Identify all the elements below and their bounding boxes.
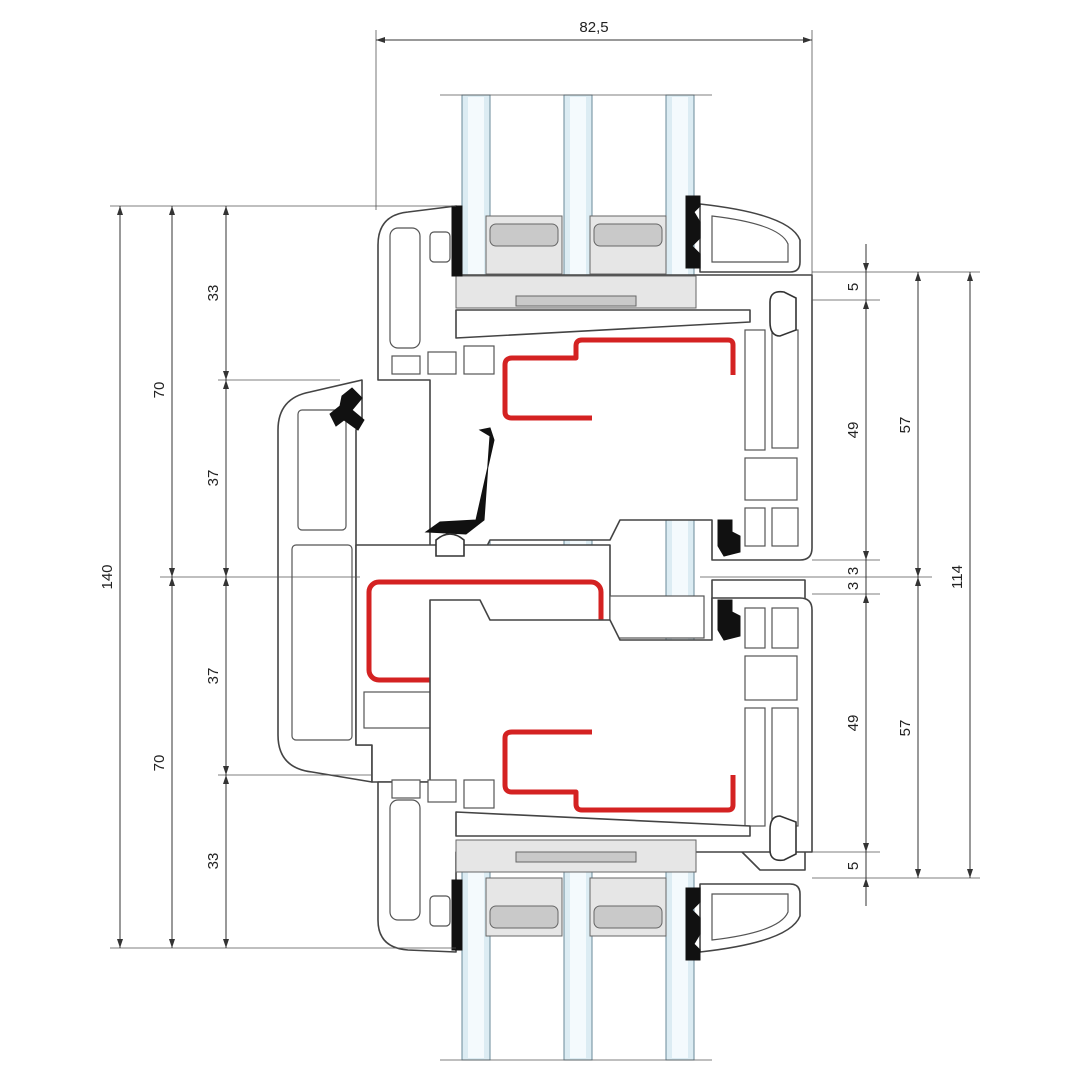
dim-label-70-lower: 70	[151, 755, 168, 772]
lower-sash-seal	[717, 599, 741, 641]
lower-sash-profile	[377, 519, 813, 961]
lower-inner-seal	[685, 887, 701, 961]
dim-label-37-lower: 37	[205, 668, 222, 685]
frame-stop-seal	[329, 387, 365, 431]
dim-label-3-b: 3	[845, 582, 862, 590]
lower-steel-reinforcement	[502, 729, 736, 813]
dim-label-5-top: 5	[845, 283, 862, 291]
dim-total-depth: 82,5	[375, 19, 813, 300]
upper-steel-reinforcement	[502, 337, 736, 421]
central-gasket	[424, 427, 495, 535]
lower-outer-seal	[451, 879, 463, 951]
dim-label-140: 140	[99, 564, 116, 589]
dim-label-57-upper: 57	[897, 417, 914, 434]
dim-label-49-lower: 49	[845, 715, 862, 732]
upper-inner-seal	[685, 195, 701, 269]
upper-sash-profile	[377, 195, 813, 561]
dim-label-33-lower: 33	[205, 853, 222, 870]
dim-label-57-lower: 57	[897, 720, 914, 737]
upper-sash-seal	[717, 519, 741, 557]
dim-label-5-bottom: 5	[845, 862, 862, 870]
dim-label-33-upper: 33	[205, 285, 222, 302]
dim-label-37-upper: 37	[205, 470, 222, 487]
dim-label-3-a: 3	[845, 567, 862, 575]
dim-left-chains: 140 70 70 33 37 37 33	[99, 205, 456, 949]
upper-outer-seal	[451, 205, 463, 277]
dim-label-49-upper: 49	[845, 422, 862, 439]
dim-label-total-depth: 82,5	[579, 19, 608, 36]
dim-right-chains: 5 49 3 3 49 5 57 57 114	[700, 244, 980, 906]
dim-label-114: 114	[949, 565, 966, 589]
dim-label-70-upper: 70	[151, 382, 168, 399]
